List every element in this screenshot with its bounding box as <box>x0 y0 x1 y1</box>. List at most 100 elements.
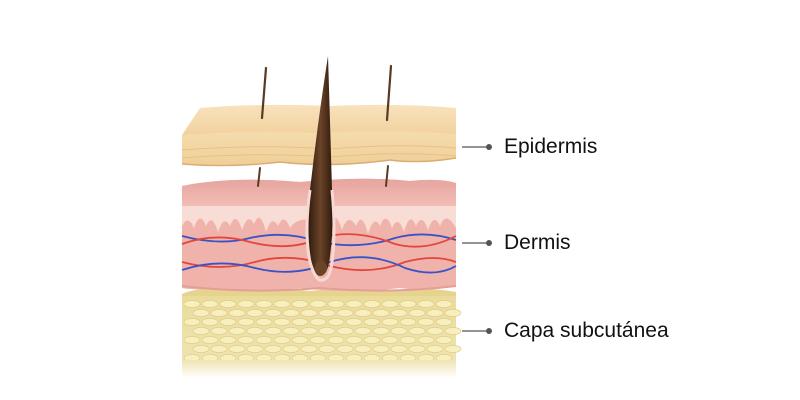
fat-cell <box>291 318 309 326</box>
fat-cell <box>444 345 462 353</box>
fat-cell <box>237 336 255 344</box>
fat-cell <box>228 309 246 317</box>
fat-cell <box>201 336 219 344</box>
fat-cell <box>390 327 408 335</box>
fat-cell <box>354 309 372 317</box>
fat-cell <box>381 336 399 344</box>
fat-cell <box>444 309 462 317</box>
fat-cell <box>372 345 390 353</box>
fat-cell <box>336 327 354 335</box>
fat-cell <box>246 309 264 317</box>
fat-cell <box>354 327 372 335</box>
fat-cell <box>372 327 390 335</box>
fat-cell <box>210 345 228 353</box>
fat-cell <box>219 300 237 308</box>
fat-cell <box>408 345 426 353</box>
fat-cell <box>246 345 264 353</box>
fat-cell <box>336 345 354 353</box>
fat-cell <box>264 309 282 317</box>
fat-cell <box>300 345 318 353</box>
fat-cell <box>363 336 381 344</box>
fat-cell <box>426 309 444 317</box>
fat-cells <box>183 300 462 362</box>
subcutaneous-layer <box>182 288 462 378</box>
fat-cell <box>363 318 381 326</box>
fat-cell <box>309 300 327 308</box>
fat-cell <box>426 327 444 335</box>
fat-cell <box>237 318 255 326</box>
fat-cell <box>435 318 453 326</box>
fat-cell <box>264 327 282 335</box>
fat-cell <box>318 327 336 335</box>
fat-cell <box>201 318 219 326</box>
fat-cell <box>435 300 453 308</box>
fat-cell <box>399 318 417 326</box>
label-subcutaneous: Capa subcutánea <box>504 319 669 342</box>
fat-cell <box>309 318 327 326</box>
fat-cell <box>201 300 219 308</box>
fat-cell <box>417 300 435 308</box>
fat-cell <box>327 300 345 308</box>
fat-cell <box>246 327 264 335</box>
fat-cell <box>444 327 462 335</box>
fat-cell <box>228 327 246 335</box>
hair-follicle <box>305 56 336 282</box>
fat-cell <box>192 309 210 317</box>
fat-cell <box>183 300 201 308</box>
fat-cell <box>255 336 273 344</box>
fat-cell <box>390 345 408 353</box>
fat-cell <box>381 318 399 326</box>
fat-cell <box>192 327 210 335</box>
dermal-papillae <box>182 206 456 234</box>
leader-lines <box>462 144 492 334</box>
fat-cell <box>426 345 444 353</box>
fat-cell <box>417 318 435 326</box>
fat-cell <box>363 300 381 308</box>
small-hairs <box>257 64 393 187</box>
fat-cell <box>300 327 318 335</box>
fat-cell <box>300 309 318 317</box>
fat-cell <box>336 309 354 317</box>
fat-cell <box>237 300 255 308</box>
label-dermis: Dermis <box>504 231 571 254</box>
label-epidermis: Epidermis <box>504 135 598 158</box>
fat-cell <box>273 318 291 326</box>
fat-cell <box>264 345 282 353</box>
fat-cell <box>228 345 246 353</box>
fat-cell <box>354 345 372 353</box>
fat-cell <box>399 336 417 344</box>
fat-cell <box>192 345 210 353</box>
fat-cell <box>291 336 309 344</box>
fat-cell <box>291 300 309 308</box>
fat-cell <box>282 327 300 335</box>
fat-cell <box>417 336 435 344</box>
fat-cell <box>408 327 426 335</box>
fat-cell <box>327 318 345 326</box>
fat-cell <box>345 318 363 326</box>
fat-cell <box>435 336 453 344</box>
fat-cell <box>273 300 291 308</box>
fat-cell <box>309 336 327 344</box>
fat-cell <box>210 327 228 335</box>
fat-cell <box>255 300 273 308</box>
fat-cell <box>219 318 237 326</box>
fat-cell <box>399 300 417 308</box>
fat-cell <box>381 300 399 308</box>
fat-cell <box>345 300 363 308</box>
fat-cell <box>273 336 291 344</box>
fat-cell <box>183 318 201 326</box>
fat-cell <box>210 309 228 317</box>
fat-cell <box>408 309 426 317</box>
fat-cell <box>183 336 201 344</box>
fat-cell <box>390 309 408 317</box>
fat-cell <box>282 345 300 353</box>
vein-lower <box>181 256 457 274</box>
fat-cell <box>219 336 237 344</box>
fat-cell <box>318 309 336 317</box>
fat-cell <box>282 309 300 317</box>
fat-cell <box>327 336 345 344</box>
fat-cell <box>255 318 273 326</box>
fat-cell <box>318 345 336 353</box>
fat-cell <box>372 309 390 317</box>
